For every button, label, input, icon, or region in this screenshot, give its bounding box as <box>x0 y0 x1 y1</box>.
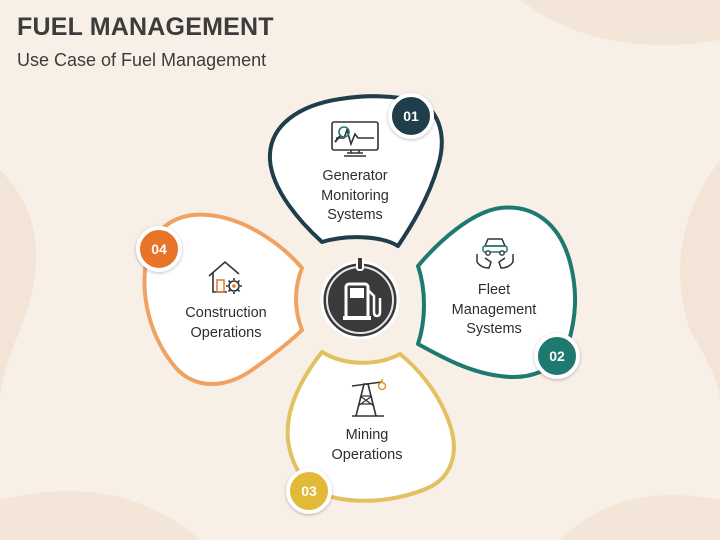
fuel-pump-icon <box>320 258 400 340</box>
house-gear-icon <box>208 260 242 294</box>
oil-rig-icon <box>351 379 387 417</box>
label-mining-operations: Mining Operations <box>331 427 403 463</box>
badge-03: 03 <box>286 468 332 514</box>
badge-02: 02 <box>534 333 580 379</box>
label-fleet-management: Fleet Management Systems <box>451 282 537 337</box>
page-title: FUEL MANAGEMENT <box>17 13 274 41</box>
monitor-pulse-icon <box>331 121 379 157</box>
page-subtitle: Use Case of Fuel Management <box>17 50 267 70</box>
car-hands-icon <box>476 238 514 269</box>
label-construction-operations: Construction Operations <box>185 305 267 341</box>
petal-03 <box>285 350 456 503</box>
badge-01: 01 <box>388 93 434 139</box>
petal-04 <box>142 212 304 386</box>
badge-04: 04 <box>136 226 182 272</box>
label-generator-monitoring: Generator Monitoring Systems <box>321 168 389 223</box>
